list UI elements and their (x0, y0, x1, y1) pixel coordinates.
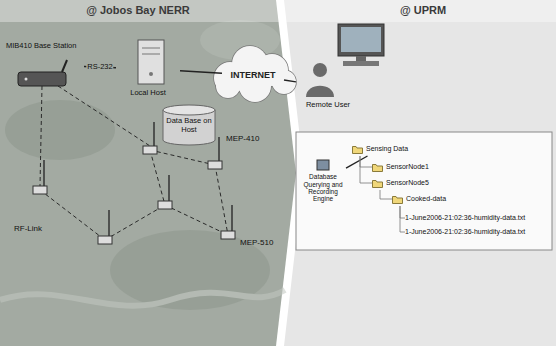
folder-icon (372, 163, 383, 172)
data-file: 1-June2006-21:02:36-humidity-data.txt (405, 212, 525, 224)
data-file: 1-June2006-21:02:36-humidity-data.txt (405, 226, 525, 238)
edge-label: RS-232 (86, 63, 113, 72)
explorer-window (296, 132, 552, 250)
node-text: Sensing Data (366, 145, 408, 153)
site-ground (0, 0, 296, 346)
database: Data Base on Host (162, 112, 216, 140)
internet-cloud: INTERNET (222, 66, 284, 84)
rf-links (40, 86, 228, 240)
aerial-texture (0, 20, 285, 310)
internet-cloud (214, 46, 296, 102)
node-text: Remote User (298, 101, 358, 110)
remote-user-icon (306, 24, 384, 97)
database-cylinder (163, 105, 215, 145)
link-line (346, 156, 368, 168)
header-band (0, 0, 556, 22)
node-text: Local Host (118, 89, 178, 98)
sensor-motes (33, 122, 235, 244)
node-text: 1-June2006-21:02:36-humidity-data.txt (405, 214, 525, 222)
node-text: SensorNode1 (386, 163, 429, 171)
node-text: 1-June2006-21:02:36-humidity-data.txt (405, 228, 525, 236)
folder: SensorNode1 (372, 160, 429, 174)
tree-line (360, 156, 372, 167)
tree-line (360, 156, 372, 183)
engine-icon (316, 159, 330, 171)
server-icon (138, 40, 164, 84)
local-host: Local Host (116, 38, 180, 100)
part-label: RF-Link (14, 224, 42, 233)
base-station: MIB410 Base Station (4, 40, 84, 90)
tree-line (400, 206, 405, 232)
base-station-icon (18, 60, 67, 86)
node-text: SensorNode5 (386, 179, 429, 187)
folder: SensorNode5 (372, 176, 429, 190)
node-text: @ Jobos Bay NERR (4, 4, 272, 17)
folder-icon (352, 145, 363, 154)
tree-line (400, 206, 405, 218)
folder: Sensing Data (352, 142, 408, 156)
node-text: Data Base on Host (163, 117, 215, 134)
remote-user: Remote User (296, 62, 360, 112)
node-text: Database Querying and Recording Engine (301, 173, 345, 203)
node-text: INTERNET (222, 70, 284, 80)
folder-icon (392, 195, 403, 204)
campus-ground (284, 0, 556, 346)
folder: Cooked-data (392, 192, 446, 206)
link-line (180, 71, 222, 73)
part-label: MEP-410 (226, 134, 259, 143)
query-engine: Database Querying and Recording Engine (300, 150, 346, 212)
node-text: @ UPRM (294, 4, 552, 17)
node-text: MIB410 Base Station (6, 42, 82, 51)
part-label: MEP-510 (240, 238, 273, 247)
link-line (284, 80, 296, 82)
folder-icon (372, 179, 383, 188)
campus-panel: @ UPRM Remote UserDatabase Querying and R… (290, 0, 556, 346)
tree-line (380, 190, 392, 199)
site-panel: @ Jobos Bay NERR MIB410 Base StationLocal… (0, 0, 276, 346)
node-text: Cooked-data (406, 195, 446, 203)
